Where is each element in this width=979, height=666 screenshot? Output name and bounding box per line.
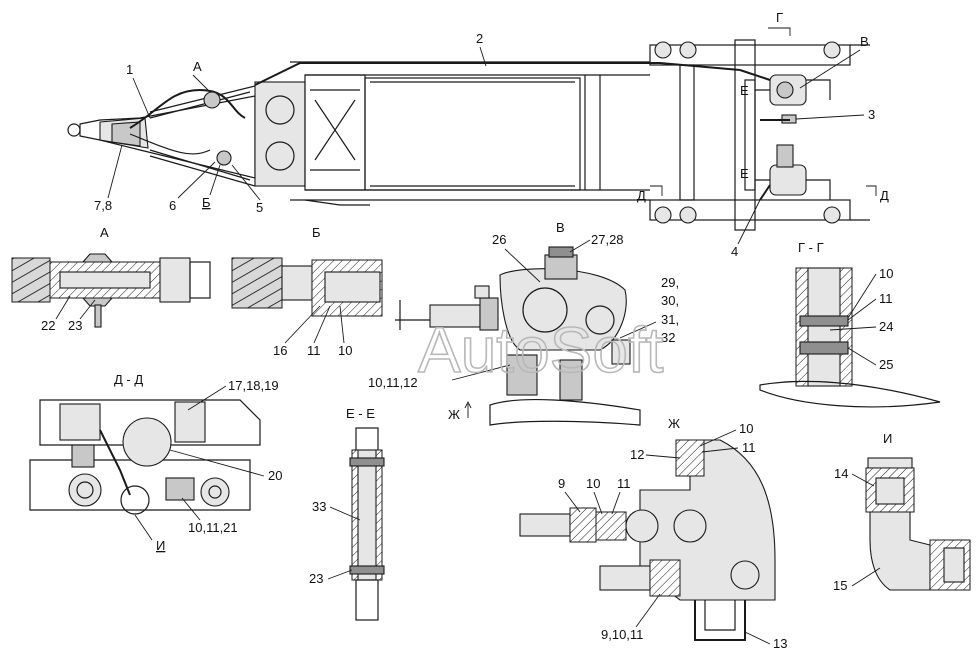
label-24: 24 xyxy=(879,319,893,334)
view-B: Б 16 11 10 xyxy=(231,225,383,358)
label-25: 25 xyxy=(879,357,893,372)
label-16: 16 xyxy=(273,343,287,358)
label-9: 9 xyxy=(558,476,565,491)
label-10-11-21: 10,11,21 xyxy=(188,520,238,535)
label-3: 3 xyxy=(868,107,875,122)
view-EE: Е - Е 33 23 xyxy=(309,406,385,621)
title-view-Zh: Ж xyxy=(668,416,680,431)
label-Zh-arrow: Ж xyxy=(448,407,460,422)
frame-top-view xyxy=(67,39,870,231)
title-view-EE: Е - Е xyxy=(346,406,375,421)
label-15: 15 xyxy=(833,578,847,593)
label-29: 29, xyxy=(661,275,679,290)
label-10-Zh: 10 xyxy=(739,421,753,436)
label-23-A: 23 xyxy=(68,318,82,333)
title-view-B: Б xyxy=(312,225,321,240)
label-11-Zh2: 11 xyxy=(617,476,631,491)
label-5: 5 xyxy=(256,200,263,215)
label-10-GG: 10 xyxy=(879,266,893,281)
label-32: 32 xyxy=(661,330,675,345)
title-view-A: А xyxy=(100,225,109,240)
title-view-I: И xyxy=(883,431,892,446)
label-I-DD: И xyxy=(156,538,165,553)
label-A: А xyxy=(193,59,202,74)
title-view-DD: Д - Д xyxy=(114,372,143,387)
label-23-EE: 23 xyxy=(309,571,323,586)
label-12: 12 xyxy=(630,447,644,462)
label-20: 20 xyxy=(268,468,282,483)
label-6: 6 xyxy=(169,198,176,213)
view-DD: Д - Д 17,18,19 20 10,11,21 И xyxy=(29,372,282,553)
label-10-11-12-V: 10,11,12 xyxy=(368,375,418,390)
label-1: 1 xyxy=(126,62,133,77)
label-30: 30, xyxy=(661,293,679,308)
label-E-bottom: Е xyxy=(740,166,749,181)
label-V: В xyxy=(860,34,869,49)
view-I: И 14 15 xyxy=(833,431,971,593)
label-D-left: Д xyxy=(637,188,646,203)
title-view-V: В xyxy=(556,220,565,235)
label-11-Zh: 11 xyxy=(742,440,756,455)
label-E-top: Е xyxy=(740,83,749,98)
label-22: 22 xyxy=(41,318,55,333)
view-V: В 26 27,28 29, 30, 31, 32 10,11,12 Ж xyxy=(368,220,679,426)
watermark-text: AutoSoft xyxy=(418,314,664,386)
label-9-10-11: 9,10,11 xyxy=(601,627,643,642)
label-B: Б xyxy=(202,195,211,210)
label-17-18-19: 17,18,19 xyxy=(228,378,279,393)
label-2: 2 xyxy=(476,31,483,46)
title-view-GG: Г - Г xyxy=(798,240,824,255)
label-10-Zh2: 10 xyxy=(586,476,600,491)
view-GG: Г - Г 10 11 24 25 xyxy=(759,240,941,408)
top-view-labels: 2 1 А 7,8 6 Б 5 В 3 4 Г Е Е Д Д xyxy=(94,10,889,259)
label-11-GG: 11 xyxy=(879,291,893,306)
view-A: А 22 23 xyxy=(11,225,211,333)
label-31: 31, xyxy=(661,312,679,327)
label-14: 14 xyxy=(834,466,848,481)
label-26: 26 xyxy=(492,232,506,247)
label-D-right: Д xyxy=(880,188,889,203)
label-4: 4 xyxy=(731,244,738,259)
label-33: 33 xyxy=(312,499,326,514)
label-27-28: 27,28 xyxy=(591,232,624,247)
label-7-8: 7,8 xyxy=(94,198,112,213)
label-11-B: 11 xyxy=(307,343,321,358)
label-10-B: 10 xyxy=(338,343,352,358)
label-G-top: Г xyxy=(776,10,783,25)
view-Zh: Ж 12 10 11 9 10 11 9,10,11 13 xyxy=(519,416,787,651)
label-13: 13 xyxy=(773,636,787,651)
